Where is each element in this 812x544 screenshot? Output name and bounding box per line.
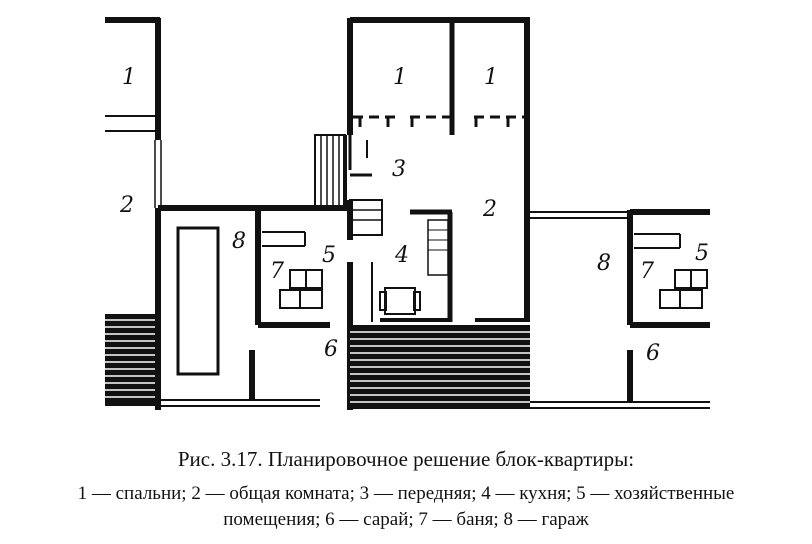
room-label: 1 — [122, 65, 136, 90]
room-label: 2 — [119, 193, 134, 218]
figure-caption: Рис. 3.17. Планировочное решение блок-кв… — [177, 447, 635, 471]
room-label: 5 — [695, 241, 709, 266]
room-label: 2 — [482, 197, 497, 222]
floor-plan: 1 2 1 1 3 2 4 8 5 7 6 8 5 7 6 — [105, 17, 710, 410]
room-label: 1 — [484, 65, 498, 90]
room-label: 4 — [394, 243, 409, 268]
room-label: 8 — [597, 251, 611, 276]
figure-legend-line-2: помещения; 6 — сарай; 7 — баня; 8 — гара… — [223, 509, 589, 530]
room-label: 7 — [270, 259, 284, 284]
left-unit — [105, 17, 350, 410]
room-label: 6 — [324, 337, 338, 362]
room-label: 5 — [322, 243, 336, 268]
room-label: 8 — [232, 229, 246, 254]
room-label: 1 — [393, 65, 407, 90]
room-label: 3 — [392, 157, 406, 182]
figure-legend-line-1: 1 — спальни; 2 — общая комната; 3 — пере… — [77, 483, 735, 504]
right-unit — [627, 209, 710, 402]
room-label: 6 — [646, 341, 660, 366]
room-labels: 1 2 1 1 3 2 4 8 5 7 6 8 5 7 6 — [119, 65, 709, 366]
room-label: 7 — [640, 259, 654, 284]
center-unit — [160, 17, 710, 410]
